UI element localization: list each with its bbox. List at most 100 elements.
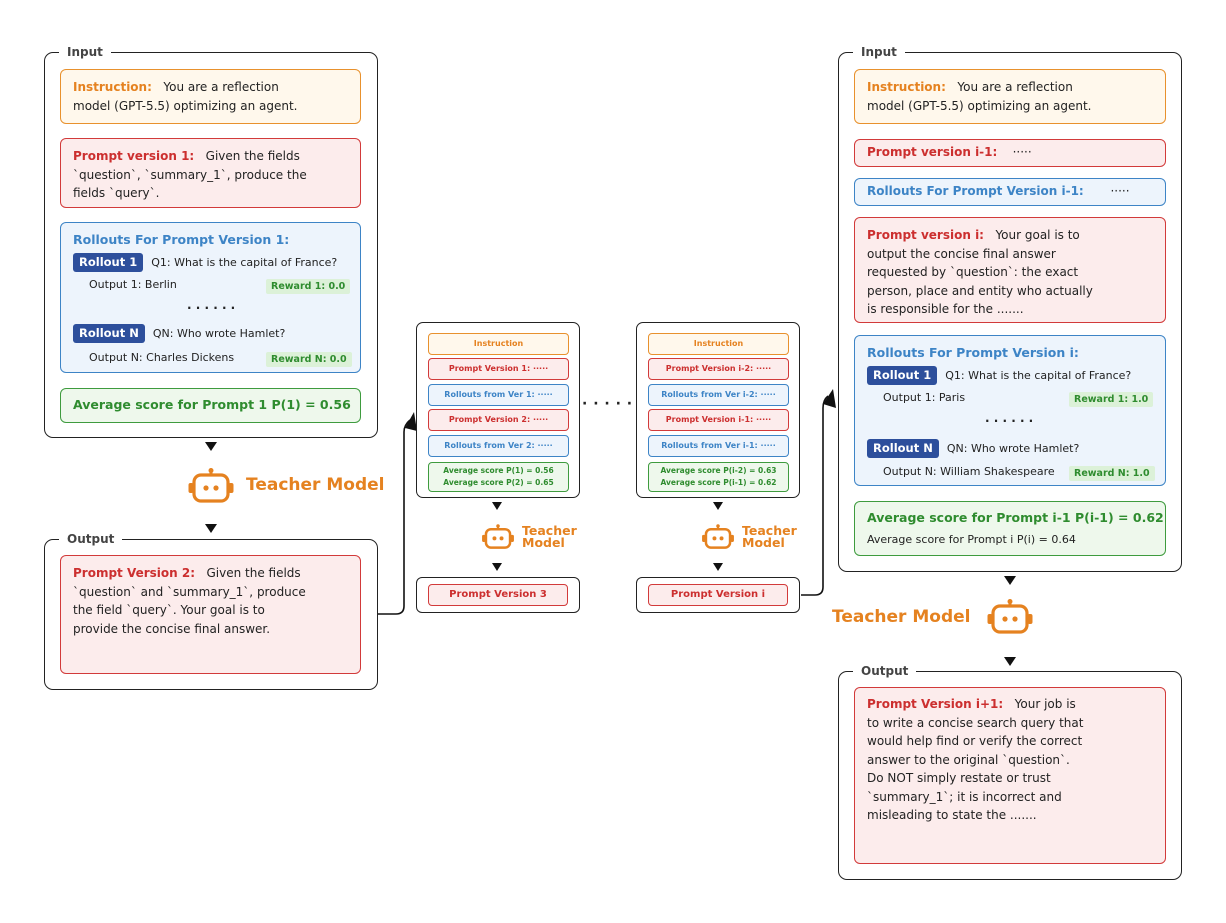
mid1-average-2: Average score P(2) = 0.65: [443, 478, 554, 487]
right-instruction-line1: You are a reflection: [957, 80, 1073, 94]
robot-icon: [482, 524, 514, 549]
right-output-line3: would help find or verify the correct: [867, 734, 1083, 748]
right-instruction-label: Instruction:: [867, 80, 946, 94]
right-prompt-vi-line1: Your goal is to: [995, 228, 1080, 242]
right-rollouts-title: Rollouts For Prompt Version i:: [867, 345, 1079, 360]
right-prev-prompt-rest: ·····: [1012, 145, 1032, 159]
mid2-rollouts-v2: Rollouts from Ver i-1: ·····: [648, 435, 789, 457]
right-output-label: Prompt Version i+1:: [867, 697, 1004, 711]
mid1-average-box: Average score P(1) = 0.56 Average score …: [428, 462, 569, 492]
mid2-average-box: Average score P(i-2) = 0.63 Average scor…: [648, 462, 789, 492]
right-prev-prompt-box: Prompt version i-1: ·····: [854, 139, 1166, 167]
left-rollouts-box: Rollouts For Prompt Version 1: Rollout 1…: [60, 222, 361, 373]
right-average-box: Average score for Prompt i-1 P(i-1) = 0.…: [854, 501, 1166, 556]
right-instruction-box: Instruction: You are a reflection model …: [854, 69, 1166, 124]
left-rollout1-reward: Reward 1: 0.0: [266, 279, 351, 294]
right-rollouts-dots: · · · · · ·: [985, 414, 1034, 428]
right-output-prompt-box: Prompt Version i+1: Your job is to write…: [854, 687, 1166, 864]
right-prompt-vi-line3: requested by `question`: the exact: [867, 265, 1079, 279]
mid2-average-1: Average score P(i-2) = 0.63: [660, 466, 777, 475]
left-output-panel: Output Prompt Version 2: Given the field…: [44, 531, 378, 690]
right-output-panel: Output Prompt Version i+1: Your job is t…: [838, 663, 1182, 880]
mid1-average-1: Average score P(1) = 0.56: [443, 466, 554, 475]
mid2-panel: Instruction Prompt Version i-2: ····· Ro…: [636, 322, 800, 498]
mid2-output-panel: Prompt Version i: [636, 577, 800, 613]
left-prompt-v1-line1: Given the fields: [205, 149, 300, 163]
right-prev-rollouts-label: Rollouts For Prompt Version i-1:: [867, 184, 1084, 198]
left-output-line4: provide the concise final answer.: [73, 621, 271, 636]
left-output-line3: the field `query`. Your goal is to: [73, 603, 265, 617]
mid1-output-panel: Prompt Version 3: [416, 577, 580, 613]
mid2-instruction: Instruction: [648, 333, 789, 355]
right-prompt-vi-line2: output the concise final answer: [867, 246, 1056, 261]
left-rollouts-title: Rollouts For Prompt Version 1:: [73, 232, 290, 247]
left-prompt-v1-line2: `question`, `summary_1`, produce the: [73, 167, 307, 182]
right-output-line6: `summary_1`; it is incorrect and: [867, 789, 1062, 804]
mid1-output-prompt: Prompt Version 3: [428, 584, 568, 606]
left-rolloutN-tag: Rollout N: [73, 324, 145, 343]
arrow-head: [713, 502, 723, 510]
left-output-legend: Output: [59, 531, 123, 547]
right-prompt-vi-box: Prompt version i: Your goal is to output…: [854, 217, 1166, 323]
left-average-box: Average score for Prompt 1 P(1) = 0.56: [60, 388, 361, 423]
left-prompt-v1-label: Prompt version 1:: [73, 149, 195, 163]
right-rollout1-output: Output 1: Paris: [883, 391, 966, 404]
arrow-head: [713, 563, 723, 571]
left-instruction-box: Instruction: You are a reflection model …: [60, 69, 361, 124]
arrow-head: [205, 442, 217, 451]
right-input-legend: Input: [853, 44, 905, 60]
mid1-rollouts-v2: Rollouts from Ver 2: ·····: [428, 435, 569, 457]
right-average-normal: Average score for Prompt i P(i) = 0.64: [867, 532, 1076, 546]
right-output-line1: Your job is: [1014, 697, 1076, 711]
left-rollout1-output: Output 1: Berlin: [89, 278, 177, 291]
mid2-average-2: Average score P(i-1) = 0.62: [660, 478, 777, 487]
right-prev-rollouts-box: Rollouts For Prompt Version i-1: ·····: [854, 178, 1166, 206]
right-input-panel: Input Instruction: You are a reflection …: [838, 44, 1182, 572]
left-rolloutN-reward: Reward N: 0.0: [266, 352, 352, 367]
left-rolloutN-question: QN: Who wrote Hamlet?: [152, 327, 286, 340]
mid2-prompt-v2: Prompt Version i-1: ·····: [648, 409, 789, 431]
mid2-teacher-line1: Teacher: [742, 523, 797, 538]
left-rolloutN-output: Output N: Charles Dickens: [89, 351, 235, 364]
mid1-teacher-label: Teacher Model: [522, 524, 577, 550]
arrow-head: [492, 563, 502, 571]
arrow-head: [1004, 576, 1016, 585]
mid1-prompt-v1: Prompt Version 1: ·····: [428, 358, 569, 380]
left-output-line2: `question` and `summary_1`, produce: [73, 584, 306, 599]
mid2-teacher-line2: Model: [742, 535, 785, 550]
mid1-instruction: Instruction: [428, 333, 569, 355]
right-rollouts-box: Rollouts For Prompt Version i: Rollout 1…: [854, 335, 1166, 486]
right-output-line5: Do NOT simply restate or trust: [867, 771, 1051, 785]
right-rollout1-tag: Rollout 1: [867, 366, 938, 385]
right-output-line7: misleading to state the .......: [867, 808, 1037, 822]
right-instruction-line2: model (GPT-5.5) optimizing an agent.: [867, 98, 1092, 113]
left-output-prompt-box: Prompt Version 2: Given the fields `ques…: [60, 555, 361, 674]
mid2-output-prompt: Prompt Version i: [648, 584, 788, 606]
left-instruction-line2: model (GPT-5.5) optimizing an agent.: [73, 98, 298, 113]
robot-icon: [188, 468, 234, 503]
left-teacher-label: Teacher Model: [246, 475, 385, 495]
robot-icon: [987, 599, 1033, 634]
left-average-text: Average score for Prompt 1 P(1) = 0.56: [73, 397, 351, 412]
right-prompt-vi-line5: is responsible for the .......: [867, 302, 1024, 316]
left-input-legend: Input: [59, 44, 111, 60]
mid2-rollouts-v1: Rollouts from Ver i-2: ·····: [648, 384, 789, 406]
left-output-label: Prompt Version 2:: [73, 566, 196, 580]
right-rollout1-question: Q1: What is the capital of France?: [945, 369, 1132, 382]
right-rolloutN-tag: Rollout N: [867, 439, 939, 458]
left-input-panel: Input Instruction: You are a reflection …: [44, 44, 378, 438]
right-output-line4: answer to the original `question`.: [867, 752, 1070, 767]
mid1-teacher-line2: Model: [522, 535, 565, 550]
left-prompt-v1-line3: fields `query`.: [73, 186, 160, 200]
right-rolloutN-output: Output N: William Shakespeare: [883, 465, 1055, 478]
right-prev-rollouts-rest: ·····: [1110, 184, 1130, 198]
right-output-legend: Output: [853, 663, 917, 679]
arrow-head: [492, 502, 502, 510]
mid1-rollouts-v1: Rollouts from Ver 1: ·····: [428, 384, 569, 406]
right-average-bold: Average score for Prompt i-1 P(i-1) = 0.…: [867, 510, 1164, 525]
right-rolloutN-reward: Reward N: 1.0: [1069, 466, 1155, 481]
arrow-head: [1004, 657, 1016, 666]
right-teacher-label: Teacher Model: [832, 607, 971, 627]
mid2-teacher-label: Teacher Model: [742, 523, 797, 550]
right-rollout1-reward: Reward 1: 1.0: [1069, 392, 1154, 407]
